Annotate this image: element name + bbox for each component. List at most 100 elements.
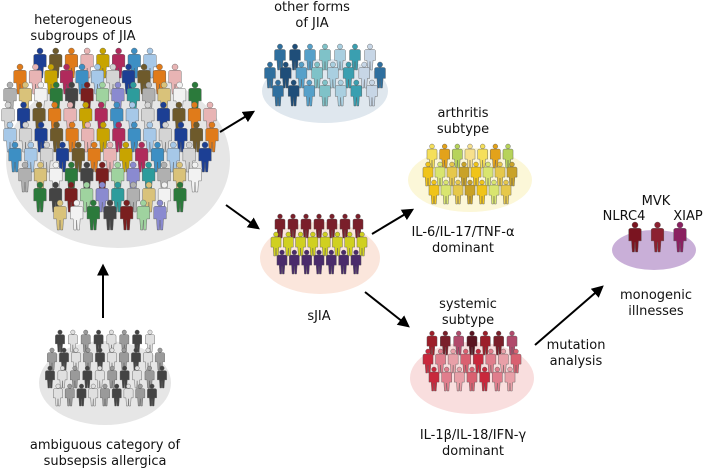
person-figure [458, 161, 470, 187]
person-figure [70, 365, 80, 389]
person-figure [120, 199, 134, 231]
person-figure [106, 63, 120, 95]
person-figure [319, 43, 331, 71]
person-figure [473, 348, 484, 374]
person-figure [332, 231, 343, 257]
person-figure [334, 43, 346, 71]
person-figure [96, 121, 110, 153]
person-figure [479, 366, 490, 392]
person-figure [53, 383, 63, 407]
person-figure [464, 179, 476, 205]
person-figure [144, 365, 155, 389]
person-figure [70, 199, 84, 231]
person-figure [45, 365, 55, 389]
arthritis-cytokines-label: IL-6/IL-17/TNF-α dominant [411, 225, 514, 257]
person-figure [476, 179, 488, 205]
person-figure [311, 61, 323, 89]
heterogeneous-label: heterogeneous subgroups of JIA [30, 13, 135, 45]
person-figure [83, 347, 93, 371]
person-figure [119, 347, 129, 371]
person-figure [80, 181, 94, 213]
person-figure [3, 81, 17, 113]
person-figure [303, 79, 315, 107]
monogenic-label: monogenic illnesses [620, 288, 692, 320]
person-figure [107, 365, 118, 389]
person-figure [168, 63, 182, 95]
person-figure [137, 63, 151, 95]
person-figure [295, 231, 306, 257]
person-figure [289, 249, 300, 275]
heterogeneous-label-line2: subgroups of JIA [30, 29, 136, 44]
person-figure [91, 63, 104, 95]
person-figure [174, 121, 188, 153]
person-figure [119, 329, 130, 353]
person-figure [464, 143, 476, 169]
systemic-label: systemic subtype [439, 297, 497, 329]
heterogeneous-label-line1: heterogeneous [34, 13, 132, 28]
person-figure [94, 365, 105, 389]
person-figure [434, 161, 446, 187]
person-figure [428, 179, 440, 205]
arrow-to-sjia [225, 204, 260, 230]
ambiguous-crowd [45, 329, 167, 407]
person-figure [327, 61, 339, 89]
person-figure [112, 121, 126, 153]
person-figure [132, 365, 142, 389]
heterogeneous-crowd [1, 47, 219, 231]
arrow-to-other-forms [219, 110, 256, 133]
person-figure [111, 161, 125, 193]
person-figure [510, 348, 522, 374]
person-figure [103, 141, 117, 173]
people-crowds [1, 43, 687, 407]
person-figure [422, 161, 434, 187]
person-figure [87, 141, 101, 173]
person-figure [264, 61, 276, 89]
systemic-label-line2: subtype [441, 313, 495, 328]
arthritis-cytokines-line2: dominant [431, 241, 495, 256]
person-figure [132, 329, 142, 353]
person-figure [119, 365, 130, 389]
person-figure [107, 347, 117, 371]
person-figure [136, 199, 150, 231]
person-figure [356, 231, 368, 257]
person-figure [338, 249, 349, 275]
person-figure [95, 347, 105, 371]
monogenic-label-line1: monogenic [619, 288, 693, 303]
person-figure [59, 347, 69, 371]
person-figure [143, 347, 153, 371]
person-figure [80, 329, 91, 353]
person-figure [127, 121, 141, 153]
person-figure [494, 161, 506, 187]
person-figure [135, 383, 146, 407]
person-figure [350, 249, 362, 275]
person-figure [506, 161, 518, 187]
person-figure [446, 161, 458, 187]
person-figure [68, 329, 78, 353]
person-figure [504, 366, 516, 392]
person-figure [44, 63, 58, 95]
person-figure [49, 181, 63, 213]
person-figure [500, 179, 512, 205]
person-figure [131, 347, 141, 371]
other-crowd [264, 43, 386, 107]
person-figure [111, 181, 125, 213]
person-figure [288, 79, 300, 107]
person-figure [295, 61, 308, 89]
person-figure [153, 199, 167, 231]
person-figure [342, 61, 355, 89]
person-figure [300, 213, 312, 239]
arthritis-label-line1: arthritis [437, 106, 489, 121]
person-figure [289, 43, 301, 71]
person-figure [350, 79, 362, 107]
person-figure [482, 161, 494, 187]
person-figure [103, 199, 117, 231]
arthritis-label-line2: subtype [436, 122, 490, 137]
person-figure [95, 161, 109, 193]
arthritis-label: arthritis subtype [437, 106, 489, 138]
person-figure [53, 199, 67, 231]
person-figure [18, 161, 32, 193]
ambiguous-label-line1: ambiguous category of [29, 438, 181, 453]
person-figure [335, 79, 347, 107]
person-figure [111, 383, 122, 407]
